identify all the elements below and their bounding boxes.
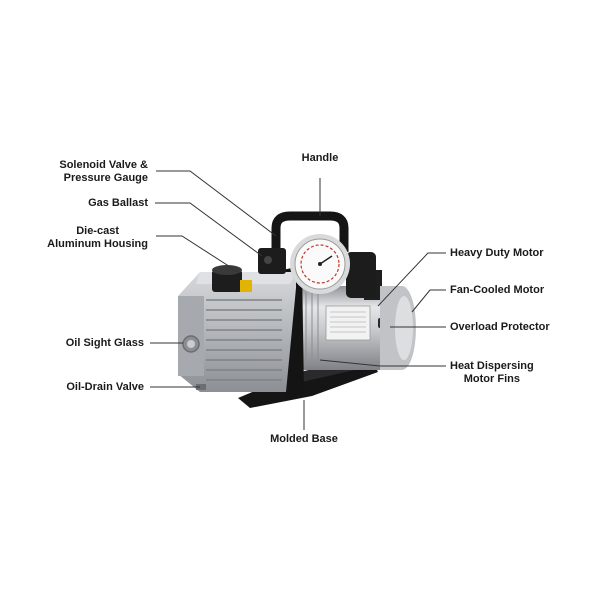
leader-lines [150, 170, 446, 430]
label-heat-dispersing-fins: Heat Dispersing Motor Fins [450, 360, 534, 386]
label-solenoid-line1: Solenoid Valve & [59, 159, 148, 171]
oil-fill-cap [212, 265, 252, 292]
label-oil-sight-glass: Oil Sight Glass [65, 337, 144, 349]
leader-solenoid [156, 170, 277, 237]
leader-heavy-motor [377, 252, 446, 307]
leader-heat-fins [319, 359, 446, 367]
label-housing-line1: Die-cast [76, 225, 119, 237]
label-fan-cooled-motor: Fan-Cooled Motor [450, 284, 545, 296]
leader-fan-motor [411, 289, 446, 313]
label-handle: Handle [301, 152, 339, 164]
label-heat-fins-line2: Motor Fins [463, 373, 520, 385]
label-heat-fins-line1: Heat Dispersing [450, 360, 534, 372]
gauge-mount [346, 252, 376, 298]
label-heavy-duty-motor: Heavy Duty Motor [450, 247, 544, 259]
handle [271, 211, 349, 262]
label-housing: Die-cast Aluminum Housing [47, 225, 148, 251]
fan-cooled-end [380, 286, 416, 370]
oil-drain-valve [196, 384, 206, 390]
label-molded-base: Molded Base [270, 433, 338, 445]
label-overload-protector: Overload Protector [450, 321, 550, 333]
label-solenoid-line2: Pressure Gauge [63, 172, 148, 184]
aluminum-housing [178, 272, 296, 392]
leader-housing [156, 235, 239, 273]
label-gas-ballast: Gas Ballast [88, 197, 148, 209]
leader-gas-ballast [155, 202, 263, 257]
label-solenoid-valve: Solenoid Valve & Pressure Gauge [59, 159, 148, 185]
label-housing-line2: Aluminum Housing [47, 238, 148, 250]
solenoid-valve [258, 248, 286, 274]
motor-nameplate [325, 305, 371, 341]
oil-sight-glass [182, 335, 200, 353]
label-oil-drain-valve: Oil-Drain Valve [66, 381, 144, 393]
pressure-gauge [290, 234, 350, 294]
